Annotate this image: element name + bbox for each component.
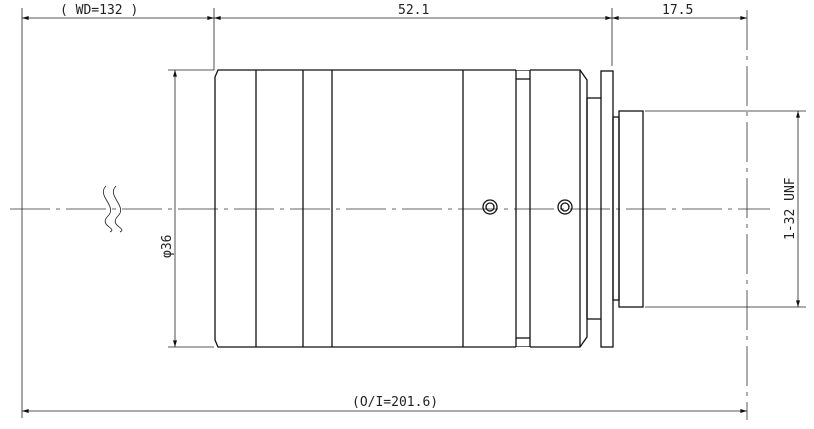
thread-label: 1-32 UNF	[783, 177, 798, 240]
mount-length-label: 17.5	[662, 3, 693, 18]
screw-2-icon	[557, 199, 573, 215]
extension-lines	[21, 8, 806, 418]
length-label: 52.1	[398, 3, 429, 18]
lens-body	[214, 62, 588, 355]
mount-flange	[586, 70, 644, 348]
wd-label: ( WD=132 )	[60, 3, 138, 18]
screw-1-icon	[482, 199, 498, 215]
diameter-label: φ36	[160, 235, 175, 258]
break-mark	[103, 185, 123, 233]
oi-label: (O/I=201.6)	[352, 395, 438, 410]
